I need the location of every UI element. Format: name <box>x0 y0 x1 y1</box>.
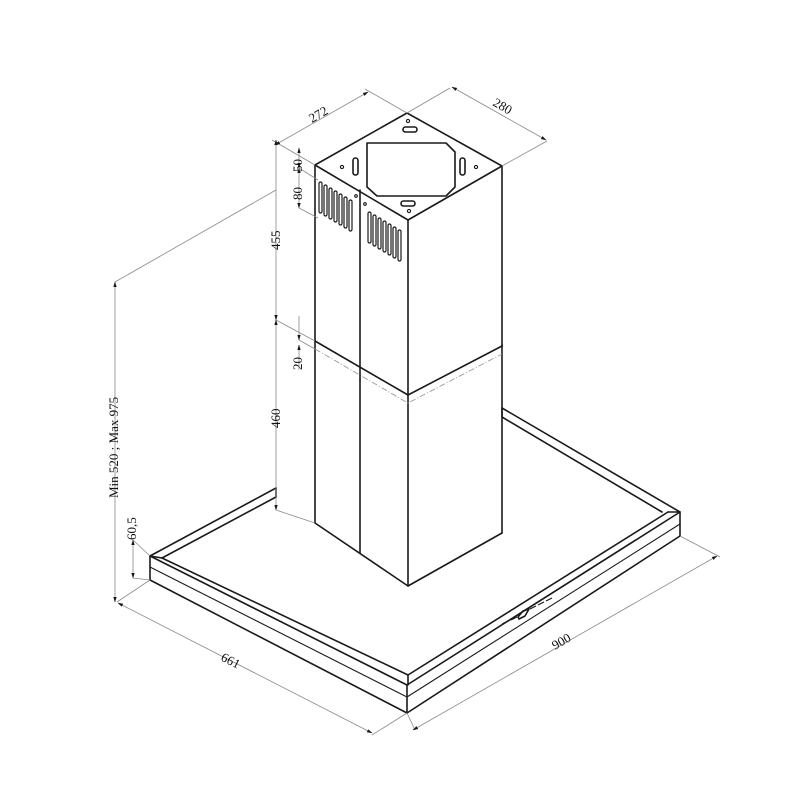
dim-vent: 50 80 <box>290 147 319 219</box>
label-272: 272 <box>306 103 330 126</box>
label-460: 460 <box>268 409 283 429</box>
dim-280: 280 <box>406 86 548 167</box>
top-plate-cutouts <box>339 118 479 214</box>
dim-20: 20 <box>290 316 316 370</box>
label-661: 661 <box>219 649 243 671</box>
dim-900: 900 <box>406 535 721 731</box>
dim-total-height: Min 520 ; Max 975 <box>106 189 277 603</box>
label-60-5: 60,5 <box>124 517 139 540</box>
vent-slots-left <box>318 181 353 232</box>
vent-slots-right <box>354 194 402 262</box>
dim-272: 272 <box>271 88 408 166</box>
dim-460: 460 <box>268 319 316 524</box>
dim-455: 455 <box>268 139 316 342</box>
label-50: 50 <box>290 159 305 172</box>
label-900: 900 <box>549 630 573 653</box>
label-455: 455 <box>268 231 283 251</box>
label-total-height: Min 520 ; Max 975 <box>106 397 121 498</box>
dim-60-5: 60,5 <box>124 517 151 581</box>
label-280: 280 <box>491 95 515 118</box>
label-80: 80 <box>290 187 305 200</box>
upper-chimney <box>314 112 503 396</box>
dim-661: 661 <box>116 579 408 736</box>
label-20: 20 <box>290 357 305 370</box>
